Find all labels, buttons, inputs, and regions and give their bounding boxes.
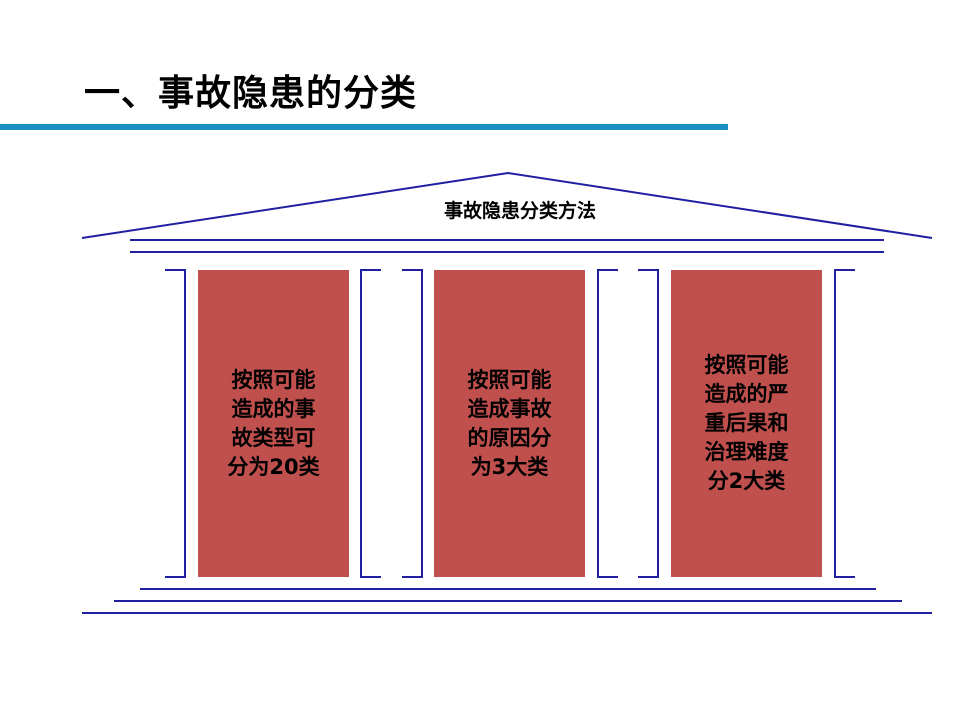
title-underline [0,124,728,130]
column-3-bracket-left [638,269,659,578]
pillar-accident-type: 按照可能造成的事故类型可分为20类 [198,270,349,577]
roof-outline [81,171,933,239]
roof-label: 事故隐患分类方法 [443,200,596,222]
page-title: 一、事故隐患的分类 [84,73,418,114]
pillar-text: 按照可能造成事故的原因分为3大类 [467,367,552,479]
pillar-text: 按照可能造成的事故类型可分为20类 [227,367,320,479]
column-1-bracket-left [165,269,186,578]
pillar-text: 按照可能造成的严重后果和治理难度分2大类 [704,353,789,493]
column-3-bracket-right [834,269,855,578]
column-2-bracket-left [402,269,423,578]
column-2-bracket-right [597,269,618,578]
pillar-severity-difficulty: 按照可能造成的严重后果和治理难度分2大类 [671,270,822,577]
column-1-bracket-right [360,269,381,578]
pillar-accident-cause: 按照可能造成事故的原因分为3大类 [434,270,585,577]
